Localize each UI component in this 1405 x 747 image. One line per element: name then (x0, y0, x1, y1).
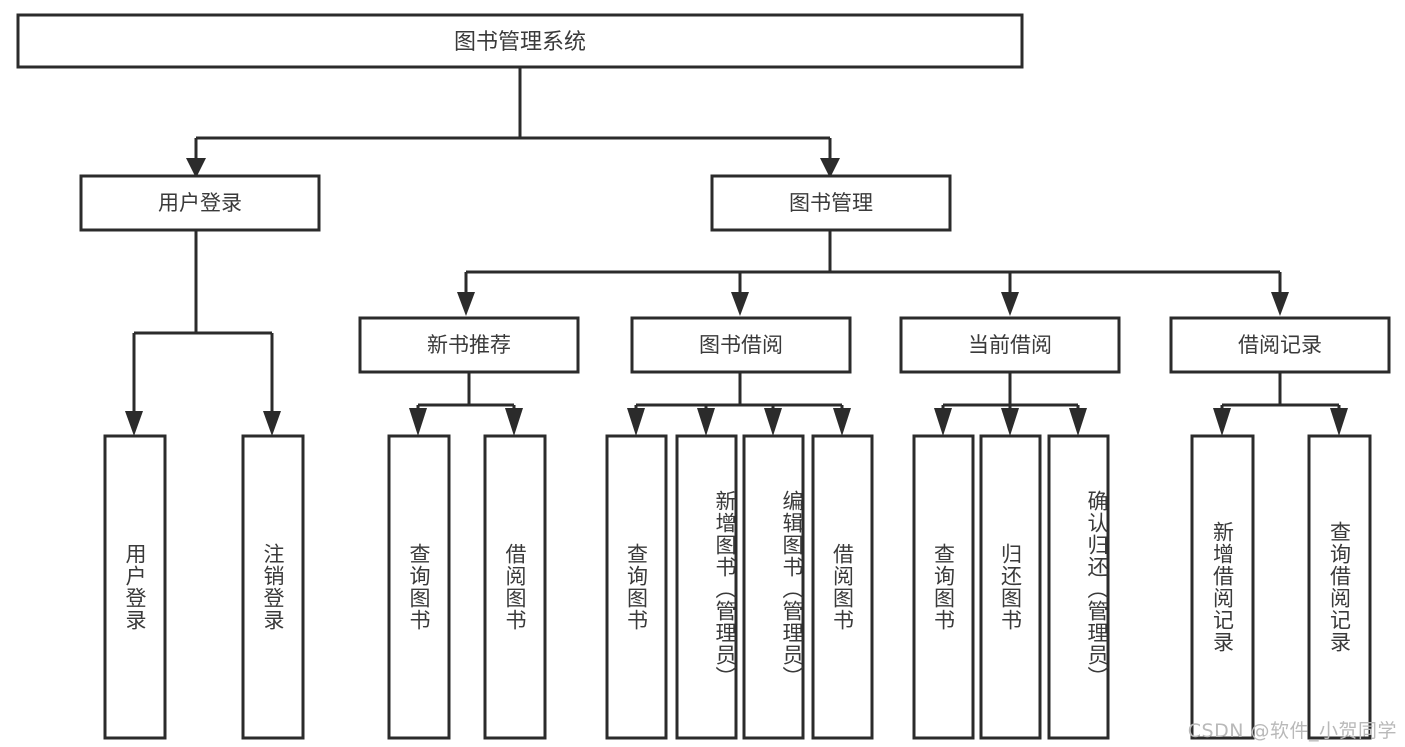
arrow-user-login-leaf-2 (263, 411, 281, 436)
node-book-borrow-label: 图书借阅 (699, 333, 783, 357)
node-root-label: 图书管理系统 (454, 30, 586, 55)
node-root-box[interactable] (16, 13, 1024, 69)
node-leaf-current-borrow-3-box[interactable] (1047, 434, 1110, 740)
node-book-manage[interactable]: 图书管理 (710, 174, 952, 232)
node-leaf-book-borrow-2-box[interactable] (675, 434, 738, 740)
connector-group-book-manage (457, 230, 1289, 316)
node-leaf-book-borrow-3-box[interactable] (742, 434, 805, 740)
arrow-book-manage-to-new-book (457, 292, 475, 316)
node-leaf-user-login-2-box[interactable] (241, 434, 305, 740)
node-leaf-current-borrow-2-box[interactable] (979, 434, 1042, 740)
node-current-borrow-label: 当前借阅 (968, 333, 1052, 357)
node-new-book-recommend[interactable]: 新书推荐 (358, 316, 580, 374)
node-leaf-borrow-record-1-box[interactable] (1190, 434, 1255, 740)
arrow-book-manage-to-borrow (731, 292, 749, 316)
node-book-manage-label: 图书管理 (789, 191, 873, 215)
node-leaf-book-borrow-1-box[interactable] (605, 434, 668, 740)
node-leaf-current-borrow-1-box[interactable] (912, 434, 975, 740)
arrow-root-to-user-login (186, 158, 206, 178)
arrow-borrow-record-leaf-1 (1213, 408, 1231, 436)
node-borrow-record-box[interactable] (1169, 316, 1391, 374)
arrow-book-manage-to-record (1271, 292, 1289, 316)
arrow-book-borrow-leaf-3 (764, 408, 782, 436)
node-book-borrow-box[interactable] (630, 316, 852, 374)
node-leaf-borrow-record-2-box[interactable] (1307, 434, 1372, 740)
connector-group-new-book (409, 372, 523, 436)
connector-group-book-borrow (627, 372, 851, 436)
arrow-new-book-leaf-1 (409, 408, 427, 436)
node-leaf-new-book-1-box[interactable] (387, 434, 451, 740)
node-leaf-user-login-1-box[interactable] (103, 434, 167, 740)
connector-group-user-login (125, 230, 281, 436)
node-current-borrow[interactable]: 当前借阅 (899, 316, 1121, 374)
node-leaf-new-book-2-box[interactable] (483, 434, 547, 740)
connector-group-current-borrow (934, 372, 1087, 436)
watermark-label: CSDN @软件_小贺同学 (1187, 720, 1397, 742)
connector-group-root (186, 67, 840, 178)
node-borrow-record[interactable]: 借阅记录 (1169, 316, 1391, 374)
arrow-current-borrow-leaf-2 (1001, 408, 1019, 436)
node-root[interactable]: 图书管理系统 (16, 13, 1024, 69)
node-user-login-label: 用户登录 (158, 191, 242, 215)
arrow-borrow-record-leaf-2 (1330, 408, 1348, 436)
arrow-book-borrow-leaf-4 (833, 408, 851, 436)
node-book-borrow[interactable]: 图书借阅 (630, 316, 852, 374)
arrow-user-login-leaf-1 (125, 411, 143, 436)
node-new-book-recommend-box[interactable] (358, 316, 580, 374)
node-book-manage-box[interactable] (710, 174, 952, 232)
node-borrow-record-label: 借阅记录 (1238, 333, 1322, 357)
node-user-login-box[interactable] (79, 174, 321, 232)
node-leaf-book-borrow-4-box[interactable] (811, 434, 874, 740)
arrow-book-manage-to-current (1001, 292, 1019, 316)
arrow-new-book-leaf-2 (505, 408, 523, 436)
arrow-current-borrow-leaf-1 (934, 408, 952, 436)
arrow-book-borrow-leaf-2 (697, 408, 715, 436)
node-new-book-recommend-label: 新书推荐 (427, 333, 511, 357)
connector-group-borrow-record (1213, 372, 1348, 436)
node-current-borrow-box[interactable] (899, 316, 1121, 374)
node-user-login[interactable]: 用户登录 (79, 174, 321, 232)
arrow-root-to-book-manage (820, 158, 840, 178)
arrow-current-borrow-leaf-3 (1069, 408, 1087, 436)
arrow-book-borrow-leaf-1 (627, 408, 645, 436)
